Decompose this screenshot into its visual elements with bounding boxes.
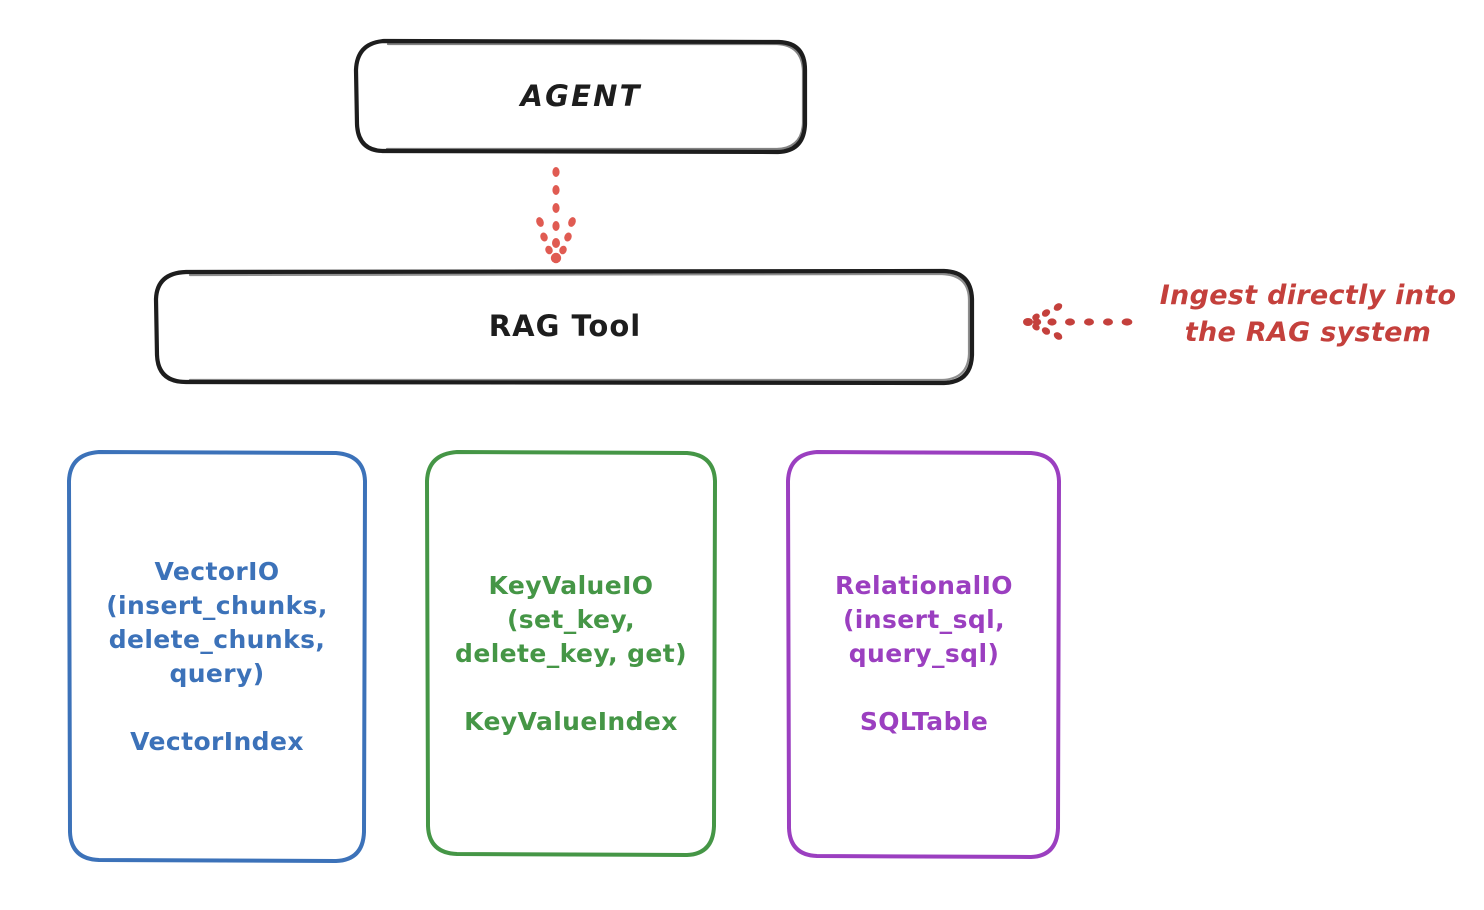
key-value-io-node[interactable]: KeyValueIO (set_key, delete_key, get) Ke… [427,451,715,856]
ingest-annotation-text: Ingest directly into the RAG system [1159,280,1457,348]
agent-label: AGENT [520,79,642,114]
rag-tool-label: RAG Tool [488,309,642,344]
rag-tool-box-outline [153,268,975,386]
key-value-io-box-outline [425,450,717,857]
relational-io-label: RelationalIO (insert_sql, query_sql) [835,571,1013,668]
vector-io-node[interactable]: VectorIO (insert_chunks, delete_chunks, … [69,451,365,862]
relational-io-node[interactable]: RelationalIO (insert_sql, query_sql) SQL… [788,451,1060,857]
key-value-index-label: KeyValueIndex [464,706,678,736]
agent-box-outline [353,38,808,155]
sql-table-label: SQLTable [859,707,989,736]
agent-node[interactable]: AGENT [356,40,806,154]
vector-io-box-outline [67,450,367,863]
agent-to-rag-tool-arrow [536,167,576,264]
ingest-to-rag-tool-arrow [1023,303,1133,340]
key-value-io-label: KeyValueIO (set_key, delete_key, get) [455,570,687,668]
relational-io-box-outline [786,450,1061,859]
vector-io-label: VectorIO (insert_chunks, delete_chunks, … [106,556,328,688]
rag-tool-node[interactable]: RAG Tool [156,271,974,383]
vector-index-label: VectorIndex [130,726,304,756]
